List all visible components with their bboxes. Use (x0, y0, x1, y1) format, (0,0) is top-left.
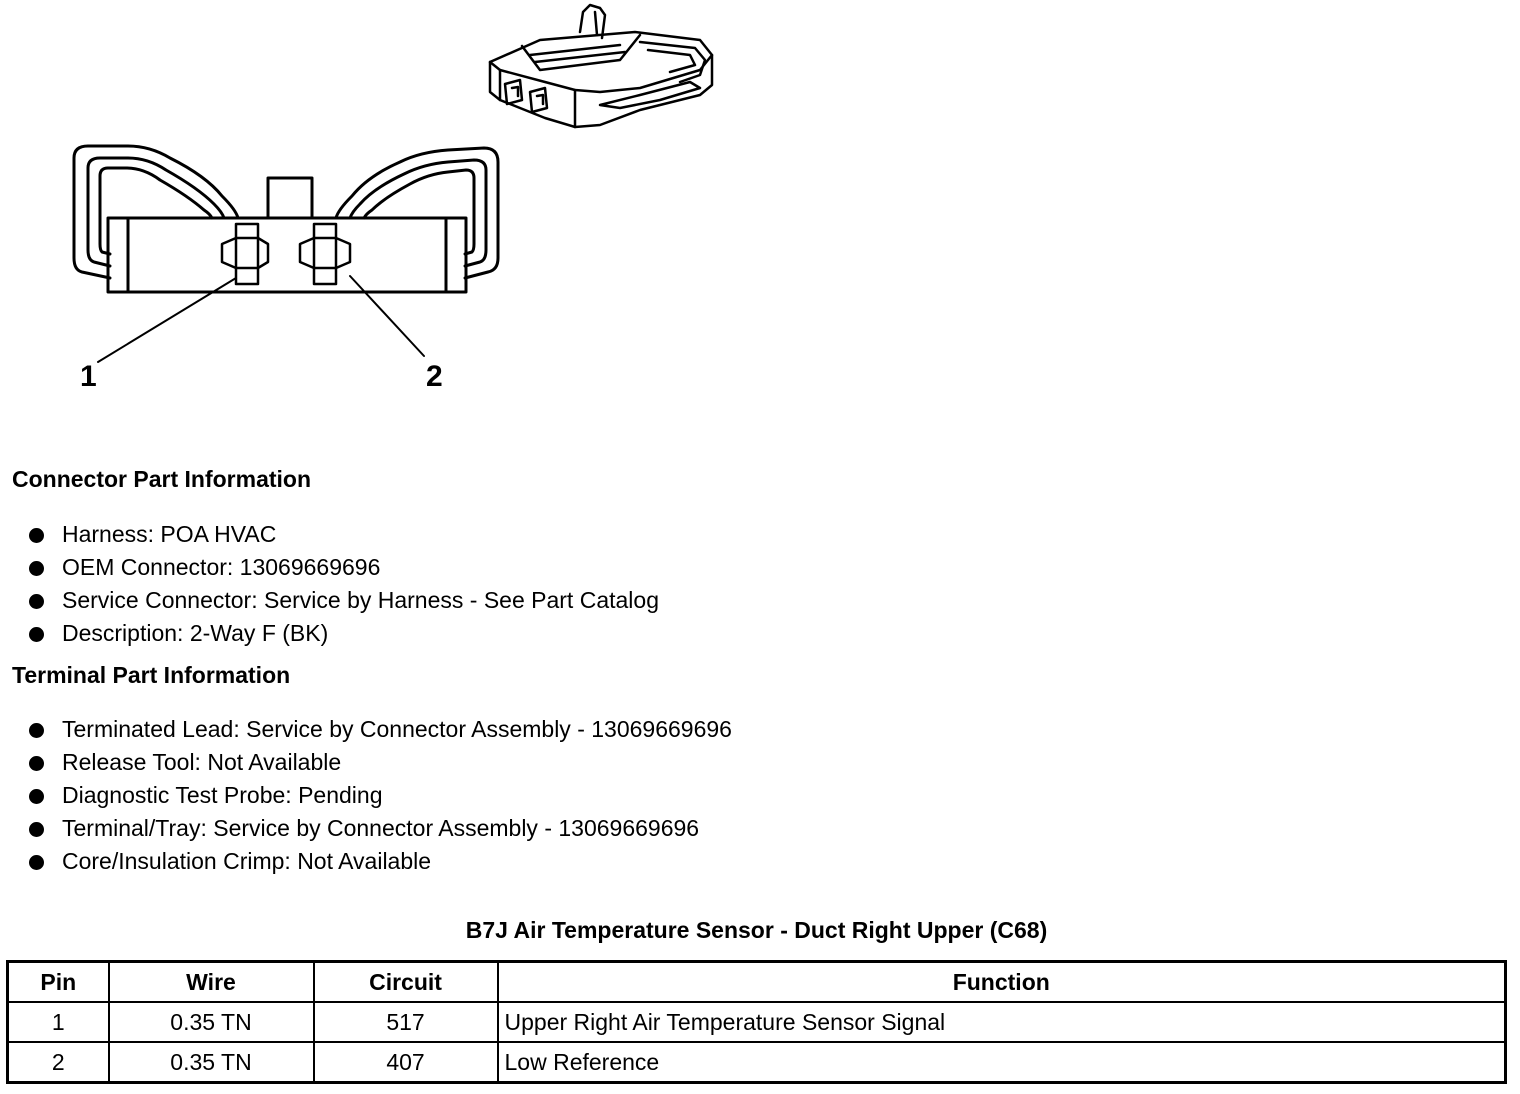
list-item-text: Terminal/Tray: Service by Connector Asse… (62, 815, 700, 841)
pinout-table: Pin Wire Circuit Function 1 0.35 TN 517 … (6, 960, 1507, 1084)
list-item: OEM Connector: 13069669696 (0, 551, 659, 584)
bullet-icon (29, 789, 44, 804)
table-row: 2 0.35 TN 407 Low Reference (6, 1041, 1507, 1084)
pin-1-leader-line (97, 277, 237, 363)
list-item-text: Diagnostic Test Probe: Pending (62, 782, 383, 808)
list-item-text: Release Tool: Not Available (62, 749, 342, 775)
function-cell: Upper Right Air Temperature Sensor Signa… (496, 1001, 1507, 1043)
right-latch (334, 146, 500, 280)
list-item: Terminated Lead: Service by Connector As… (0, 713, 732, 746)
list-item: Description: 2-Way F (BK) (0, 617, 659, 650)
list-item-text: Description: 2-Way F (BK) (62, 620, 329, 646)
bullet-icon (29, 855, 44, 870)
table-row: 1 0.35 TN 517 Upper Right Air Temperatur… (6, 1001, 1507, 1043)
bullet-icon (29, 561, 44, 576)
left-latch (72, 144, 240, 280)
list-item-text: Core/Insulation Crimp: Not Available (62, 848, 432, 874)
pin-cell: 2 (6, 1041, 110, 1084)
terminal-info-heading: Terminal Part Information (12, 662, 291, 688)
table-header-row: Pin Wire Circuit Function (6, 960, 1507, 1003)
pin-cell: 1 (6, 1001, 110, 1043)
terminal-cavity-1 (220, 222, 270, 286)
connector-info-list: Harness: POA HVAC OEM Connector: 1306966… (0, 518, 659, 650)
circuit-cell: 407 (312, 1041, 499, 1084)
list-item: Release Tool: Not Available (0, 746, 732, 779)
list-item-text: Harness: POA HVAC (62, 521, 277, 547)
bullet-icon (29, 723, 44, 738)
column-header-circuit: Circuit (312, 960, 499, 1003)
connector-diagram: 1 2 (72, 3, 714, 393)
list-item-text: OEM Connector: 13069669696 (62, 554, 381, 580)
wire-cell: 0.35 TN (107, 1001, 315, 1043)
wire-cell: 0.35 TN (107, 1041, 315, 1084)
bullet-icon (29, 594, 44, 609)
bullet-icon (29, 627, 44, 642)
connector-body (106, 176, 468, 294)
table-title: B7J Air Temperature Sensor - Duct Right … (465, 917, 1048, 943)
list-item: Harness: POA HVAC (0, 518, 659, 551)
column-header-pin: Pin (6, 960, 110, 1003)
bullet-icon (29, 822, 44, 837)
bullet-icon (29, 528, 44, 543)
bullet-icon (29, 756, 44, 771)
column-header-function: Function (496, 960, 1507, 1003)
connector-info-heading: Connector Part Information (12, 466, 312, 492)
list-item: Diagnostic Test Probe: Pending (0, 779, 732, 812)
pin-2-label: 2 (426, 360, 443, 393)
function-cell: Low Reference (496, 1041, 1507, 1084)
connector-isometric-view (488, 3, 714, 129)
list-item-text: Terminated Lead: Service by Connector As… (62, 716, 732, 742)
circuit-cell: 517 (312, 1001, 499, 1043)
list-item: Core/Insulation Crimp: Not Available (0, 845, 732, 878)
terminal-cavity-2 (298, 222, 352, 286)
list-item: Service Connector: Service by Harness - … (0, 584, 659, 617)
pin-1-label: 1 (80, 360, 97, 393)
column-header-wire: Wire (107, 960, 315, 1003)
pin-2-leader-line (349, 275, 425, 357)
list-item: Terminal/Tray: Service by Connector Asse… (0, 812, 732, 845)
list-item-text: Service Connector: Service by Harness - … (62, 587, 659, 613)
terminal-info-list: Terminated Lead: Service by Connector As… (0, 713, 732, 878)
